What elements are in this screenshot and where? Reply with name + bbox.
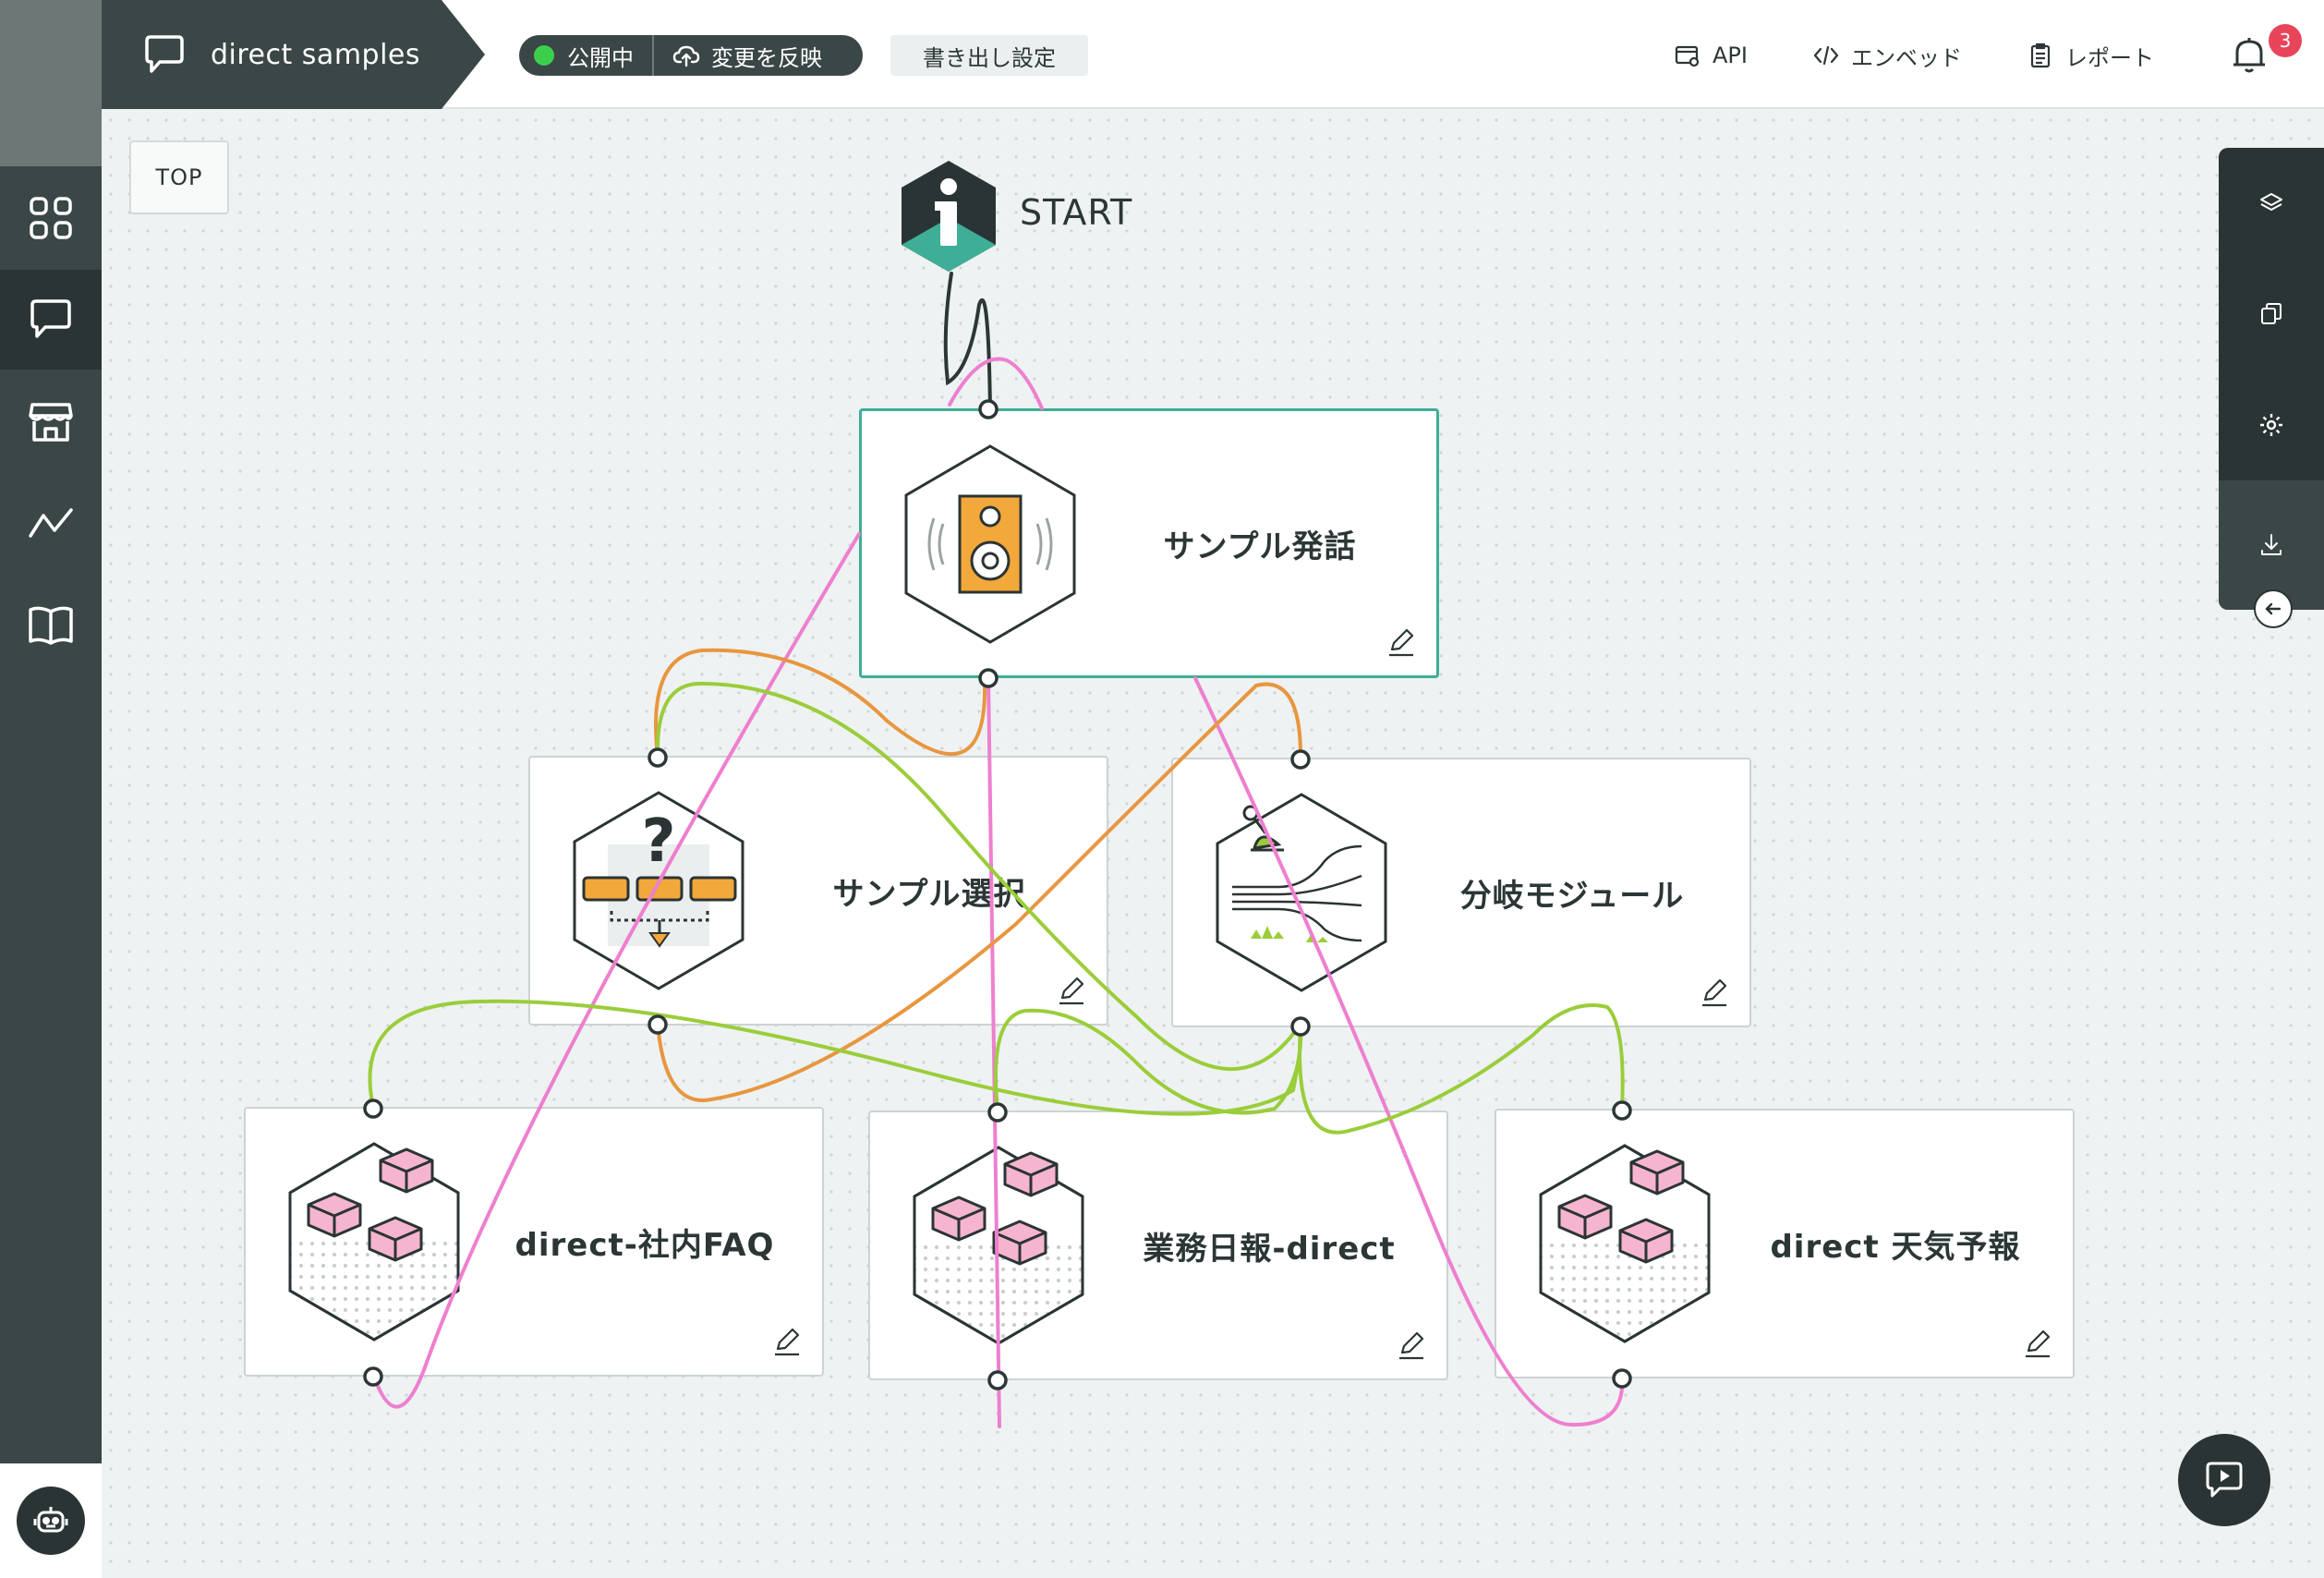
pencil-icon[interactable]	[2021, 1327, 2054, 1360]
store-icon	[29, 403, 73, 442]
status-dot-icon	[534, 45, 554, 66]
branch-icon	[1216, 793, 1387, 992]
bell-icon[interactable]	[2228, 33, 2270, 76]
node-label: direct-社内FAQ	[514, 1226, 775, 1264]
pencil-icon[interactable]	[770, 1325, 804, 1358]
chat-play-icon	[2206, 1462, 2243, 1498]
svg-text:?: ?	[641, 807, 675, 876]
arrow-left-icon	[2265, 602, 2282, 615]
sidebar-item-dashboard[interactable]	[0, 168, 102, 268]
notification-badge: 3	[2269, 24, 2302, 57]
embed-link[interactable]: エンベッド	[1812, 35, 1962, 76]
node-label: 分岐モジュール	[1459, 877, 1685, 915]
node-label: direct 天気予報	[1770, 1228, 2021, 1266]
download-button[interactable]	[2219, 490, 2324, 601]
layers-icon	[2260, 193, 2282, 211]
node-daily-report[interactable]: 業務日報-direct	[868, 1111, 1448, 1380]
book-icon	[29, 606, 73, 645]
api-link-label: API	[1713, 42, 1748, 68]
node-label: サンプル選択	[832, 875, 1026, 913]
sidebar-logo-area	[0, 0, 102, 166]
code-icon	[1813, 45, 1839, 66]
chart-line-icon	[29, 508, 73, 538]
pencil-icon[interactable]	[1385, 625, 1418, 659]
sidebar	[0, 0, 102, 1578]
cube-stack-icon	[913, 1146, 1084, 1345]
project-title: direct samples	[211, 38, 421, 71]
node-sample-choice[interactable]: ? サンプル選択	[528, 756, 1108, 1026]
right-toolbar	[2219, 148, 2324, 610]
node-label: 業務日報-direct	[1143, 1230, 1396, 1268]
settings-button[interactable]	[2219, 370, 2324, 480]
bot-area	[0, 1463, 102, 1578]
settings-icon	[2260, 414, 2282, 436]
bot-assistant-button[interactable]	[17, 1487, 85, 1555]
speaker-icon	[904, 444, 1076, 644]
pill-divider	[652, 35, 654, 76]
top-button[interactable]: TOP	[129, 140, 229, 214]
copy-button[interactable]	[2219, 259, 2324, 370]
sidebar-item-scenarios[interactable]	[0, 270, 102, 370]
node-sample-utterance[interactable]: サンプル発話	[859, 408, 1439, 678]
cube-stack-icon	[1539, 1144, 1711, 1343]
start-label: START	[1020, 192, 1133, 233]
node-weather[interactable]: direct 天気予報	[1495, 1109, 2075, 1378]
robot-icon	[33, 1507, 68, 1533]
sidebar-item-docs[interactable]	[0, 575, 102, 674]
pencil-icon[interactable]	[1698, 976, 1731, 1009]
reflect-changes-label: 変更を反映	[711, 44, 822, 71]
project-title-tab[interactable]: direct samples	[102, 0, 485, 109]
cube-stack-icon	[288, 1142, 460, 1341]
report-link-label: レポート	[2065, 44, 2154, 71]
node-faq[interactable]: direct-社内FAQ	[244, 1107, 824, 1377]
node-branch-module[interactable]: 分岐モジュール	[1171, 758, 1751, 1027]
pencil-icon[interactable]	[1395, 1329, 1428, 1362]
sidebar-item-analytics[interactable]	[0, 473, 102, 573]
status-label: 公開中	[567, 44, 634, 71]
api-link[interactable]: API	[1674, 35, 1748, 76]
clipboard-icon	[2030, 42, 2051, 68]
start-info-icon	[902, 161, 996, 272]
grid-icon	[30, 197, 72, 239]
report-link[interactable]: レポート	[2027, 35, 2154, 76]
chat-icon	[30, 299, 71, 338]
chat-preview-button[interactable]	[2178, 1434, 2270, 1526]
question-choice-icon: ?	[573, 791, 744, 990]
sidebar-item-store[interactable]	[0, 371, 102, 471]
reflect-changes-button[interactable]: 変更を反映	[672, 40, 822, 72]
collapse-toolbar-button[interactable]	[2254, 589, 2293, 628]
layers-button[interactable]	[2219, 148, 2324, 259]
copy-icon	[2261, 303, 2282, 324]
header: direct samples 公開中 変更を反映 書き出し設定 API エンベッ…	[102, 0, 2324, 109]
download-icon	[2261, 534, 2282, 555]
embed-link-label: エンベッド	[1851, 44, 1962, 71]
cloud-upload-icon	[672, 45, 700, 67]
node-label: サンプル発話	[1163, 528, 1357, 565]
toolbar-lower-section	[2219, 480, 2324, 610]
chat-icon	[145, 35, 184, 73]
api-icon	[1675, 45, 1700, 67]
publish-status-pill: 公開中 変更を反映	[519, 35, 863, 76]
pencil-icon[interactable]	[1055, 974, 1088, 1007]
export-settings-button[interactable]: 書き出し設定	[890, 35, 1088, 76]
